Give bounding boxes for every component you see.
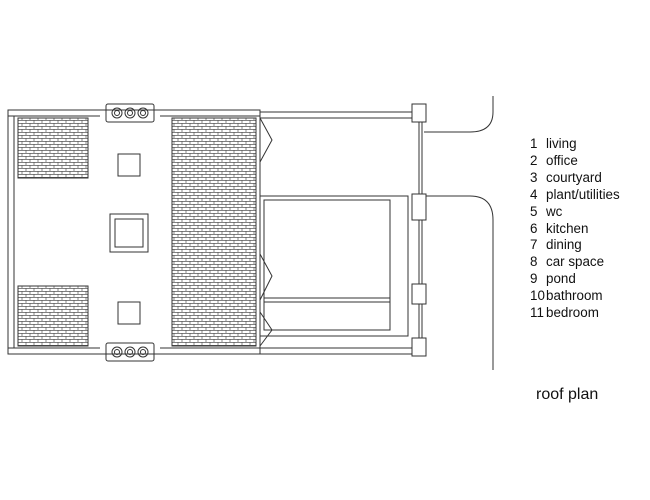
legend-number: 6: [530, 220, 538, 236]
post-mid: [411, 193, 427, 221]
drawing-title: roof plan: [536, 386, 599, 403]
site-boundary: [424, 96, 494, 133]
legend-number: 2: [530, 152, 538, 168]
legend-label: plant/utilities: [546, 186, 620, 202]
legend-item: 2 office: [530, 153, 620, 170]
legend-number: 7: [530, 237, 538, 253]
legend-number: 4: [530, 186, 538, 202]
legend-label: bedroom: [546, 305, 599, 321]
legend-item: 9 pond: [530, 271, 620, 288]
legend-label: pond: [546, 271, 576, 287]
skylight-center: [109, 213, 149, 253]
tiled-roof-bottom-left: [17, 285, 89, 347]
legend-item: 5 wc: [530, 204, 620, 221]
tiled-roof-top-left: [17, 117, 89, 179]
tiled-roof-center: [171, 117, 257, 347]
legend-number: 10: [530, 288, 545, 304]
post-bottom: [411, 337, 427, 357]
legend-label: living: [546, 136, 577, 151]
vent-unit-top: [105, 103, 155, 123]
legend-label: bathroom: [546, 288, 603, 304]
legend-item: 3 courtyard: [530, 170, 620, 187]
skylight-bottom: [117, 301, 141, 325]
legend-item: 6 kitchen: [530, 221, 620, 238]
legend-label: courtyard: [546, 169, 602, 185]
legend-number: 11: [530, 305, 544, 321]
legend-number: 9: [530, 271, 538, 287]
legend-label: wc: [546, 203, 563, 219]
legend-number: 1: [530, 136, 538, 151]
carport-frame: [259, 195, 409, 337]
legend-item: 8 car space: [530, 254, 620, 271]
post-top: [411, 103, 427, 123]
legend-number: 3: [530, 169, 538, 185]
legend-item: 7 dining: [530, 237, 620, 254]
legend-item: 10bathroom: [530, 288, 620, 305]
legend-label: kitchen: [546, 220, 589, 236]
legend-label: dining: [546, 237, 582, 253]
legend-number: 8: [530, 254, 538, 270]
room-legend: 1 living 2 office 3 courtyard 4 plant/utilities…: [530, 136, 620, 322]
legend-label: car space: [546, 254, 605, 270]
legend-item: 1 living: [530, 136, 620, 153]
legend-item: 4 plant/utilities: [530, 187, 620, 204]
legend-number: 5: [530, 203, 538, 219]
skylight-top: [117, 153, 141, 177]
vent-unit-bottom: [105, 342, 155, 362]
legend-label: office: [546, 152, 578, 168]
